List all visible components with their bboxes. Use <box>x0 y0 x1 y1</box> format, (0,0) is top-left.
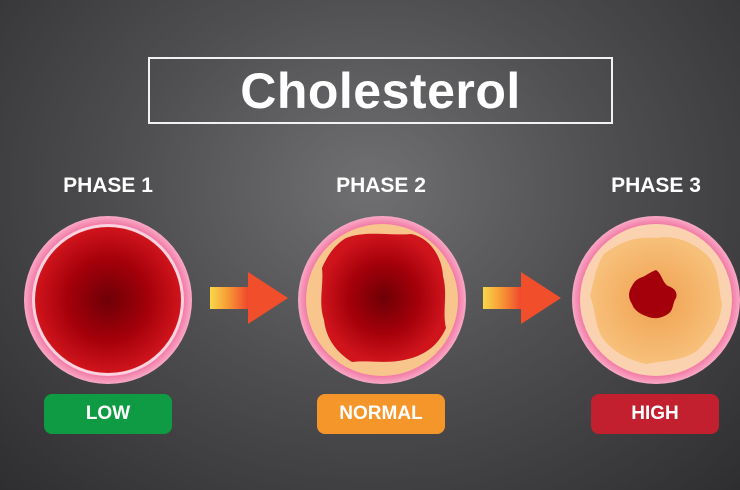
blood-lumen <box>629 270 677 319</box>
phase-1-label: PHASE 1 <box>63 174 153 197</box>
status-badge-label: HIGH <box>631 403 679 424</box>
status-badge-label: NORMAL <box>339 403 423 424</box>
page-title: Cholesterol <box>240 62 521 119</box>
blood-lumen <box>321 233 446 362</box>
status-badge-label: LOW <box>85 403 131 424</box>
vessel-phase-1 <box>24 216 192 384</box>
arrow-right-icon <box>483 272 561 324</box>
arrow-right-icon <box>210 272 288 324</box>
vessel-phase-3 <box>572 216 740 384</box>
phase-3-label: PHASE 3 <box>611 174 701 197</box>
status-badge-low: LOW <box>44 394 172 434</box>
blood-lumen <box>35 227 181 373</box>
vessel-phase-2 <box>298 216 466 384</box>
title-box: Cholesterol <box>148 57 613 124</box>
status-badge-normal: NORMAL <box>317 394 445 434</box>
status-badge-high: HIGH <box>591 394 719 434</box>
phase-2-label: PHASE 2 <box>336 174 426 197</box>
